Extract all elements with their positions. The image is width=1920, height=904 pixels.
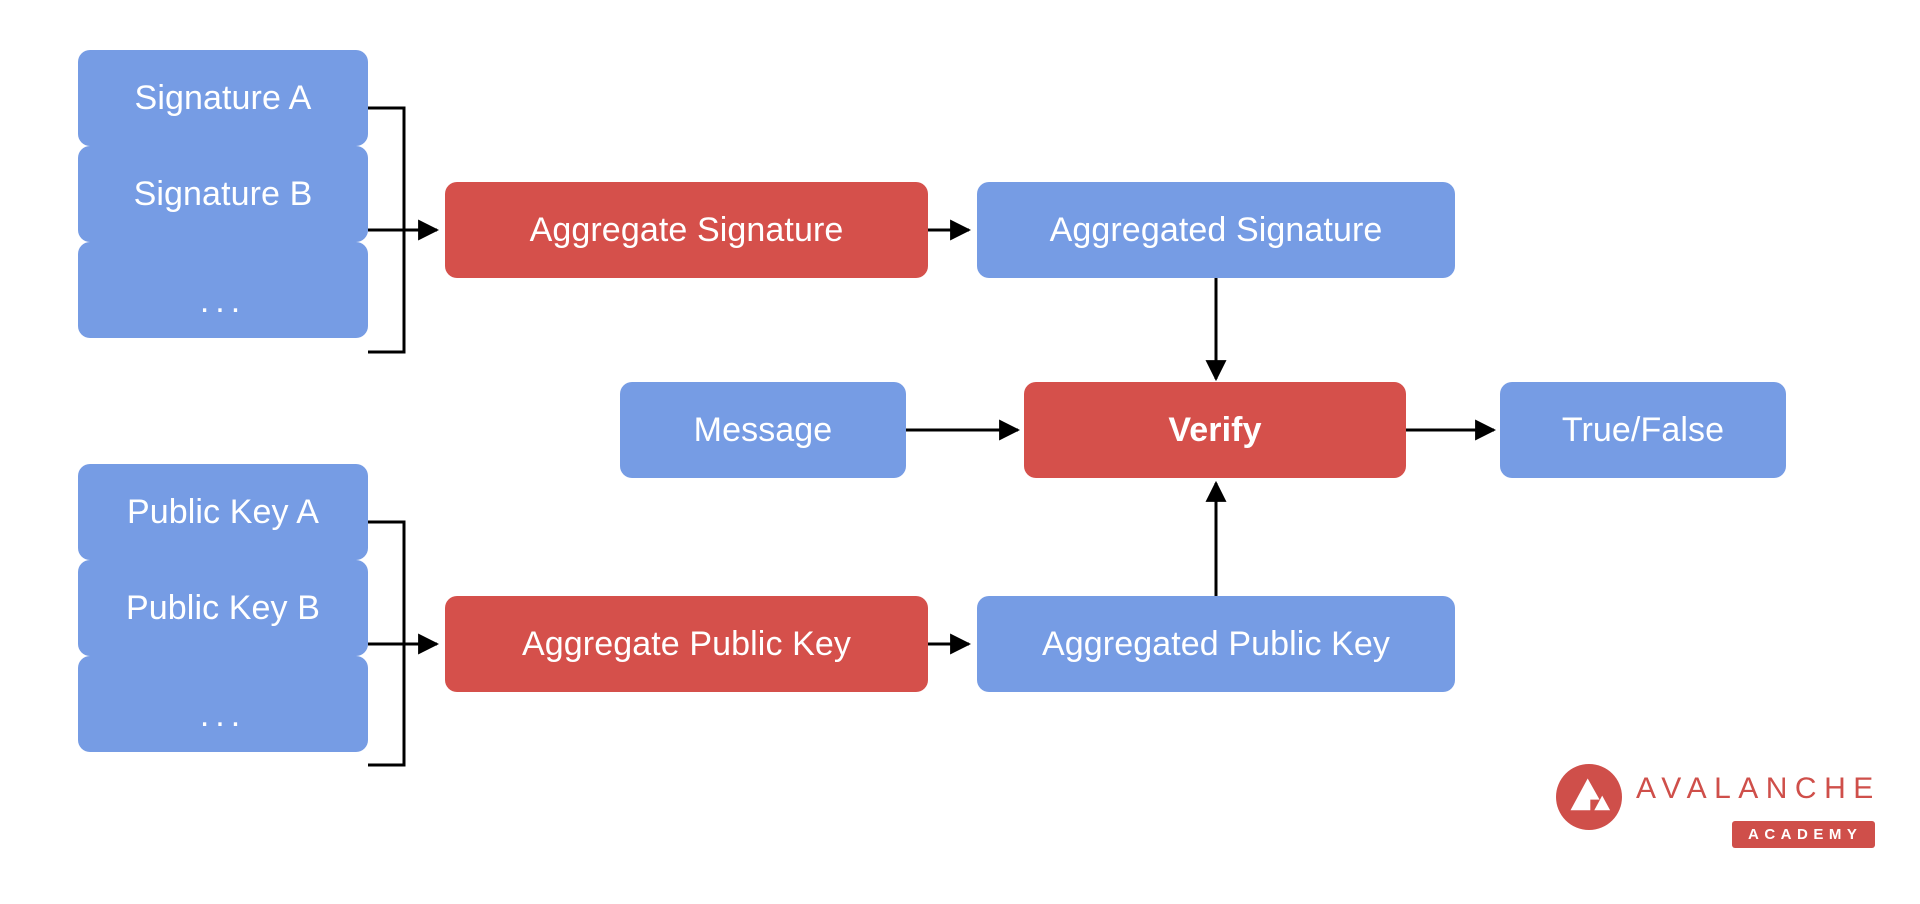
logo-wordmark: AVALANCHE [1636, 772, 1881, 805]
avalanche-triangle-icon [1556, 764, 1622, 830]
node-aggregated-signature[interactable]: Aggregated Signature [977, 182, 1455, 278]
node-aggregate-signature[interactable]: Aggregate Signature [445, 182, 928, 278]
node-aggregated-public-key[interactable]: Aggregated Public Key [977, 596, 1455, 692]
node-aggregate-public-key[interactable]: Aggregate Public Key [445, 596, 928, 692]
node-signature-b[interactable]: Signature B [78, 146, 368, 242]
node-signature-more[interactable]: ... [78, 242, 368, 338]
node-verify[interactable]: Verify [1024, 382, 1406, 478]
node-public-key-more[interactable]: ... [78, 656, 368, 752]
node-message[interactable]: Message [620, 382, 906, 478]
edge-public-keys-to-aggregate [368, 520, 440, 767]
edge-signatures-to-aggregate [368, 106, 440, 354]
node-signature-a[interactable]: Signature A [78, 50, 368, 146]
node-public-key-b[interactable]: Public Key B [78, 560, 368, 656]
node-public-key-a[interactable]: Public Key A [78, 464, 368, 560]
avalanche-academy-logo: AVALANCHE ACADEMY [1556, 764, 1886, 874]
logo-academy-badge: ACADEMY [1732, 821, 1876, 848]
node-true-false[interactable]: True/False [1500, 382, 1786, 478]
